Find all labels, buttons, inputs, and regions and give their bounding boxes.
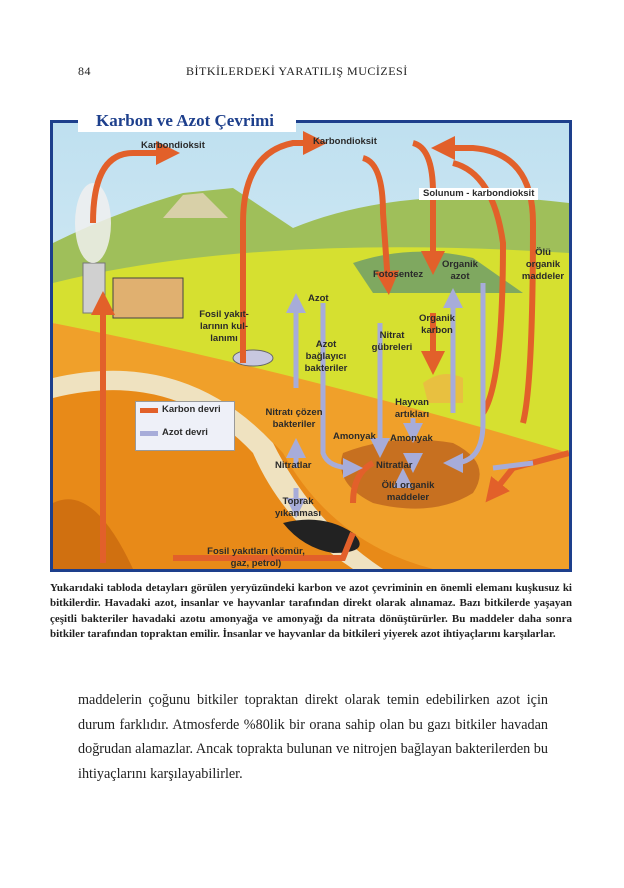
label-ammonia-1: Amonyak (333, 431, 376, 442)
label-co2-right: Karbondioksit (313, 136, 377, 147)
running-title: BİTKİLERDEKİ YARATILIŞ MUCİZESİ (186, 64, 408, 78)
label-nitrates-1: Nitratlar (275, 460, 312, 471)
carbon-nitrogen-cycle-diagram: Karbondioksit Karbondioksit Solunum - ka… (50, 120, 572, 572)
carbon-cycle-arrows (90, 131, 569, 563)
label-organic-carbon: Organik karbon (419, 313, 455, 336)
legend-nitrogen: Azot devri (162, 427, 208, 438)
body-text: maddelerin çoğunu bitkiler topraktan dir… (78, 688, 548, 786)
nitrogen-arrow-icon (140, 431, 158, 436)
label-dead-organic-bottom: Ölü organik maddeler (381, 480, 435, 503)
label-ammonia-2: Amonyak (390, 433, 433, 444)
label-organic-nitrogen: Organik azot (442, 259, 478, 282)
label-fixing-bacteria: Azot bağlayıcı bakteriler (304, 339, 348, 374)
legend-carbon: Karbon devri (162, 404, 221, 415)
label-respiration: Solunum - karbondioksit (419, 188, 539, 200)
page-number: 84 (78, 64, 91, 78)
label-denitrifying: Nitratı çözen bakteriler (265, 407, 323, 430)
label-fossil-use: Fosil yakıt-larının kul-lanımı (199, 309, 249, 344)
carbon-arrow-icon (140, 408, 158, 413)
label-nitrates-2: Nitratlar (376, 460, 413, 471)
label-leaching: Toprak yıkanması (275, 496, 321, 519)
figure-title: Karbon ve Azot Çevrimi (78, 108, 296, 132)
label-dead-organic-top: Ölü organik maddeler (521, 247, 565, 282)
label-photosynthesis: Fotosentez (373, 269, 424, 280)
nitrogen-cycle-arrows (286, 283, 534, 518)
paragraph: maddelerin çoğunu bitkiler topraktan dir… (78, 692, 548, 782)
label-nitrogen: Azot (308, 293, 329, 304)
label-fossil-fuels: Fosil yakıtları (kömür, gaz, petrol) (207, 546, 305, 569)
label-animal-waste: Hayvan artıkları (394, 397, 430, 420)
legend: Karbon devri Azot devri (135, 401, 235, 451)
label-co2-left: Karbondioksit (141, 140, 205, 151)
figure-caption: Yukarıdaki tabloda detayları görülen yer… (50, 582, 572, 641)
label-nitrate-fertilizer: Nitrat gübreleri (371, 330, 413, 353)
